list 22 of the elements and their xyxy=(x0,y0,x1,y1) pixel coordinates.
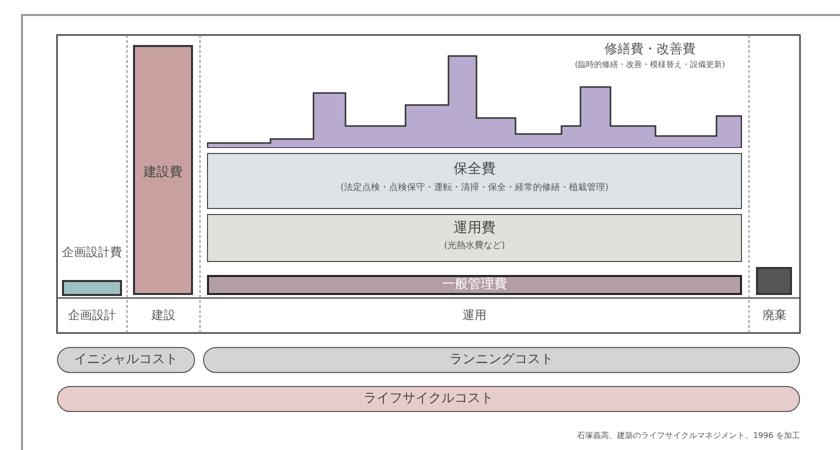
cost-box-note: (臨時的修繕・改善・模様替え・設備更新) xyxy=(574,59,726,70)
cost-band: イニシャルコスト xyxy=(57,347,195,373)
bar-label: 建設費 xyxy=(142,164,184,181)
cost-box-heading: 修繕費・改善費 xyxy=(604,41,696,58)
cost-box xyxy=(207,153,742,209)
cost-bar xyxy=(133,45,193,295)
cost-box-note: (法定点検・点検保守・運転・清掃・保全・経常的修繕・植栽管理) xyxy=(339,182,610,194)
cost-box xyxy=(207,275,742,295)
phase-label: 企画設計 xyxy=(67,307,117,324)
cost-box-heading: 保全費 xyxy=(452,160,496,178)
cost-band: ランニングコスト xyxy=(203,347,800,373)
cost-box-heading: 運用費 xyxy=(452,219,496,237)
phase-label: 廃棄 xyxy=(762,307,788,324)
cost-box-note: (光熱水費など) xyxy=(442,240,506,252)
cost-band: ライフサイクルコスト xyxy=(57,386,800,412)
phase-label: 建設 xyxy=(150,307,176,324)
cost-box xyxy=(207,214,742,262)
bar-label: 一般管理費 xyxy=(441,277,508,292)
source-note: 石塚義高、建築のライフサイクルマネジメント、1996 を加工 xyxy=(576,430,800,441)
phase-label: 運用 xyxy=(462,307,488,324)
cost-bar xyxy=(756,267,792,295)
bar-label: 企画設計費 xyxy=(61,244,123,261)
